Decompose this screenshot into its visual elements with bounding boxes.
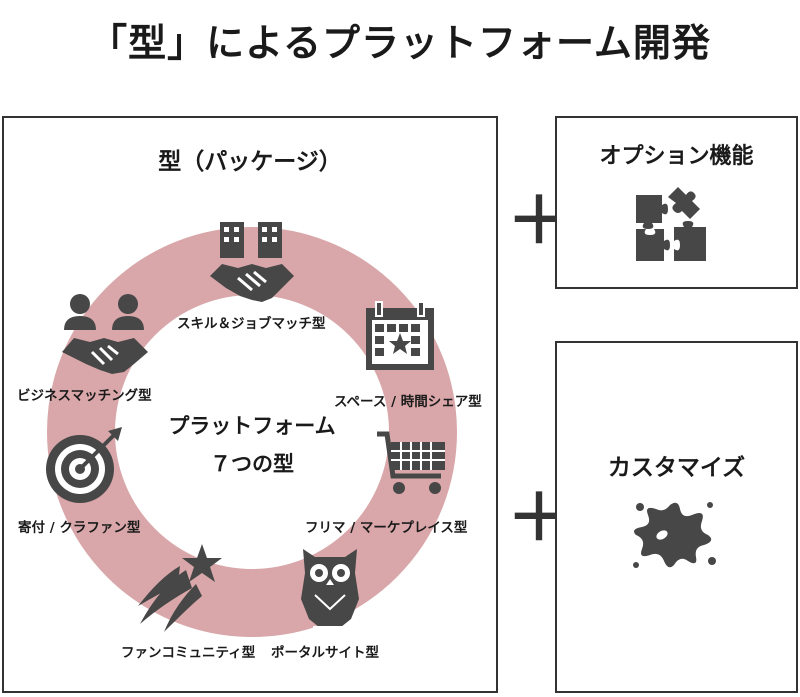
puzzle-icon xyxy=(636,187,706,261)
page-title: 「型」によるプラットフォーム開発 xyxy=(89,21,711,65)
owl-icon xyxy=(301,549,359,628)
type-label-fan-community: ファンコミュニティ型 xyxy=(121,645,256,661)
center-line-1: プラットフォーム xyxy=(168,414,336,438)
type-label-business-matching: ビジネスマッチング型 xyxy=(17,388,152,404)
center-line-2: ７つの型 xyxy=(210,452,294,476)
type-label-space-time: スペース / 時間シェア型 xyxy=(334,394,482,410)
splash-icon xyxy=(633,502,716,568)
type-label-donation: 寄付 / クラファン型 xyxy=(18,520,141,536)
package-title: 型（パッケージ） xyxy=(158,149,342,175)
customize-title: カスタマイズ xyxy=(607,455,746,481)
shooting-star-icon xyxy=(138,544,222,632)
handshake-buildings-icon xyxy=(210,222,294,302)
type-label-skill-job: スキル＆ジョブマッチ型 xyxy=(177,316,326,332)
calendar-icon xyxy=(366,301,434,370)
option-title: オプション機能 xyxy=(599,144,754,169)
business-handshake-icon xyxy=(62,294,148,374)
type-label-portal: ポータルサイト型 xyxy=(271,645,379,661)
type-label-flea-market: フリマ / マーケプレイス型 xyxy=(305,520,468,536)
shopping-cart-icon xyxy=(377,431,445,494)
target-icon xyxy=(46,427,122,503)
